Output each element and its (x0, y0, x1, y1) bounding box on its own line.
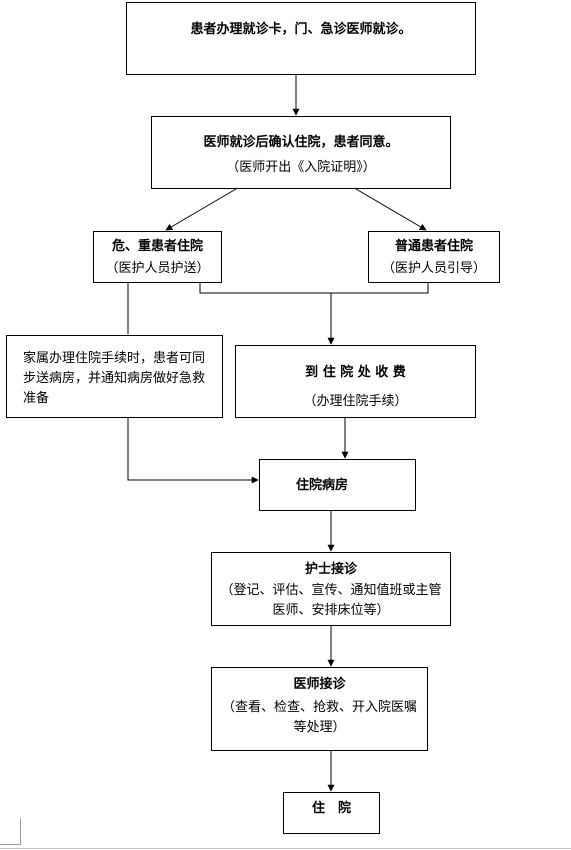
nurse-box: 护士接诊 （登记、评估、宣传、通知值班或主管医师、安排床位等） (211, 552, 451, 626)
critical-patient-box: 危、重患者住院 （医护人员护送） (93, 231, 222, 283)
page-corner-mark (0, 818, 21, 845)
nurse-note: （登记、评估、宣传、通知值班或主管医师、安排床位等） (220, 583, 442, 618)
ward-box: 住院病房 (259, 459, 416, 511)
arrow-family-to-ward (127, 418, 259, 484)
family-note-box: 家属办理住院手续时，患者可同步送病房，并通知病房做好急救准备 (6, 335, 223, 418)
step-register-box: 患者办理就诊卡，门、急诊医师就诊。 (126, 2, 476, 75)
line-regular-join (331, 283, 429, 294)
admission-office-title: 到 住 院 处 收 费 (305, 365, 406, 380)
final-text: 住 院 (311, 801, 351, 816)
page-bottom-rule (0, 848, 571, 849)
step-register-text: 患者办理就诊卡，门、急诊医师就诊。 (190, 22, 412, 37)
regular-patient-box: 普通患者住院 （医护人员引导） (368, 231, 500, 283)
admission-office-box: 到 住 院 处 收 费 （办理住院手续） (235, 345, 476, 418)
step-confirm-note: （医师开出《入院证明》） (226, 160, 376, 175)
doctor-title: 医师接诊 (293, 677, 346, 692)
arrow-confirm-to-critical (165, 188, 237, 231)
doctor-box: 医师接诊 （查看、检查、抢救、开入院医嘱等处理） (211, 667, 428, 751)
line-critical-join (199, 283, 331, 294)
doctor-note: （查看、检查、抢救、开入院医嘱等处理） (221, 700, 417, 735)
ward-text: 住院病房 (296, 478, 349, 493)
nurse-title: 护士接诊 (304, 562, 357, 577)
admission-office-note: （办理住院手续） (303, 394, 408, 409)
critical-patient-title: 危、重患者住院 (111, 239, 203, 254)
step-confirm-box: 医师就诊后确认住院，患者同意。 （医师开出《入院证明》） (151, 116, 451, 189)
family-note-text: 家属办理住院手续时，患者可同步送病房，并通知病房做好急救准备 (23, 351, 206, 406)
final-box: 住 院 (283, 792, 380, 834)
arrow-confirm-to-regular (355, 188, 427, 231)
regular-patient-note: （医护人员引导） (381, 261, 486, 276)
step-confirm-title: 医师就诊后确认住院，患者同意。 (203, 135, 399, 150)
regular-patient-title: 普通患者住院 (394, 239, 473, 254)
critical-patient-note: （医护人员护送） (105, 261, 210, 276)
